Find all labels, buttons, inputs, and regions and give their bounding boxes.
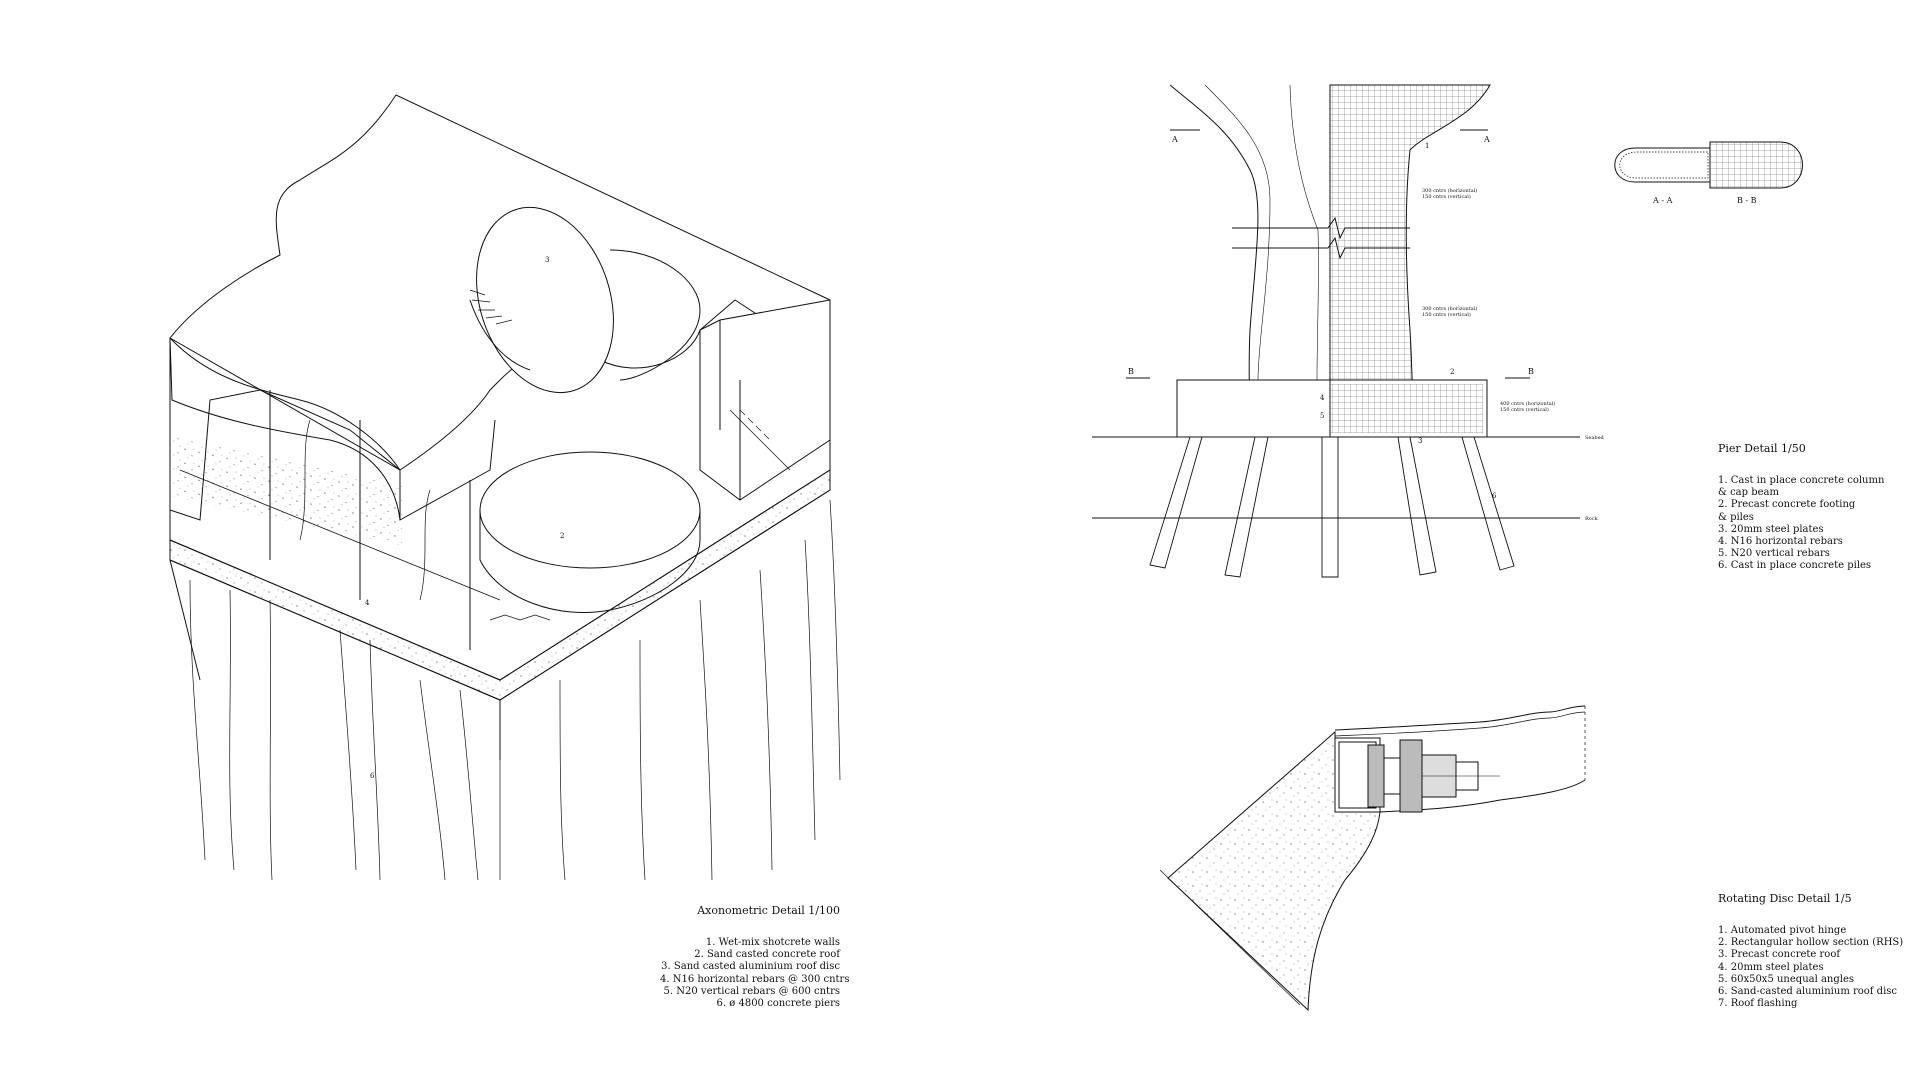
legend-item: 1. Automated pivot hinge [1718,925,1847,936]
note-foot-1: 400 cntrs (horizontal) [1500,400,1555,407]
spiral-stair [469,289,513,325]
concrete-piers [189,499,841,881]
section-bb-shape [1709,141,1803,189]
pier-tag-1: 1 [1425,142,1429,150]
section-aa-shape [1614,147,1711,183]
disc-legend: Rotating Disc Detail 1/5 1. Automated pi… [1718,892,1903,1010]
legend-item: & piles [1718,511,1754,523]
legend-item: 1. Cast in place concrete column [1718,475,1885,486]
axo-tag-2: 2 [560,532,564,540]
legend-item: 2. Precast concrete footing [1718,499,1856,511]
axonometric-title: Axonometric Detail 1/100 [697,904,840,917]
section-mark-a-left: A [1171,135,1178,144]
note-mid-2: 150 cntrs (vertical) [1422,311,1471,318]
pier-tag-6: 6 [1492,492,1497,500]
legend-item: 6. ø 4800 concrete piers [716,998,840,1010]
section-aa-label: A - A [1652,196,1673,205]
roof-section-cut [169,338,401,521]
legend-item: & cap beam [1718,487,1779,499]
legend-item: 2. Sand casted concrete roof [694,949,840,961]
note-seabed: Seabed [1585,435,1605,441]
legend-item: 5. N20 vertical rebars [1718,548,1830,560]
pier-tag-4: 4 [1320,394,1325,402]
pier-legend: Pier Detail 1/50 1. Cast in place concre… [1718,442,1884,573]
legend-item: 4. N16 horizontal rebars @ 300 cntrs [660,973,850,985]
legend-item: 3. Sand casted aluminium roof disc [661,961,840,973]
legend-item: 4. 20mm steel plates [1718,961,1824,973]
pier-drawing: A A B B 300 cntrs (horizontal) 150 cntrs… [1092,84,1605,578]
roof-disc [476,206,614,394]
note-upper-2: 150 cntrs (vertical) [1422,193,1471,200]
pier-piles [1149,436,1515,578]
legend-item: 2. Rectangular hollow section (RHS) [1718,937,1904,949]
pier-title: Pier Detail 1/50 [1718,442,1806,455]
legend-item: 1. Wet-mix shotcrete walls [705,937,840,948]
axo-tag-6: 6 [370,772,375,780]
legend-item: 6. Sand-casted aluminium roof disc [1718,986,1898,998]
note-foot-2: 150 cntrs (vertical) [1500,406,1549,413]
legend-item: 6. Cast in place concrete piles [1718,560,1872,572]
legend-item: 3. Precast concrete roof [1718,949,1841,961]
pier-tag-2: 2 [1450,368,1454,376]
section-mark-a-right: A [1483,135,1490,144]
note-mid-1: 300 cntrs (horizontal) [1422,305,1477,312]
axo-tag-4: 4 [365,599,370,607]
note-rock: Rock [1585,516,1599,522]
pier-tag-3: 3 [1418,437,1422,445]
floor-disc [479,451,701,569]
legend-item: 3. 20mm steel plates [1718,523,1824,535]
legend-item: 5. N20 vertical rebars @ 600 cntrs [663,985,840,997]
disc-title: Rotating Disc Detail 1/5 [1718,892,1852,905]
section-mark-b-left: B [1128,367,1134,376]
axo-tag-3: 3 [545,256,549,264]
steel-plate-2 [1399,739,1423,813]
legend-item: 4. N16 horizontal rebars [1718,536,1843,548]
disc-drawing [1159,705,1586,1012]
section-bb-label: B - B [1737,196,1757,205]
note-upper-1: 300 cntrs (horizontal) [1422,187,1477,194]
steel-plate-1 [1367,744,1385,808]
legend-item: 7. Roof flashing [1718,998,1798,1010]
precast-roof-wedge [1167,730,1381,1012]
section-mark-b-right: B [1528,367,1534,376]
legend-item: 5. 60x50x5 unequal angles [1718,973,1855,985]
axonometric-drawing: 3 2 4 6 [169,94,841,881]
pier-tag-5: 5 [1320,412,1324,420]
axonometric-legend: Axonometric Detail 1/100 1. Wet-mix shot… [660,904,850,1010]
pier-sections: A - A B - B [1614,141,1803,205]
